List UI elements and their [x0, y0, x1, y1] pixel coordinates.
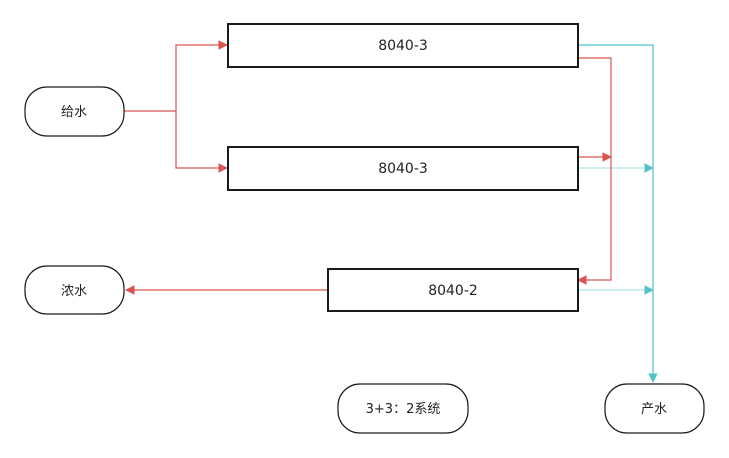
system-terminal-label: 3+3：2系统	[366, 402, 441, 417]
feed-terminal: 给水	[24, 86, 125, 137]
feed-lines	[124, 40, 612, 295]
vessel-bottom-label: 8040-2	[428, 283, 478, 299]
vessel-top-label: 8040-3	[378, 38, 428, 54]
vessel-bottom: 8040-2	[327, 268, 579, 312]
feed-branch-middle	[175, 111, 228, 173]
product-terminal-label: 产水	[641, 402, 667, 417]
concentrate-terminal-label: 浓水	[61, 284, 87, 299]
system-terminal: 3+3：2系统	[337, 383, 469, 434]
feed-branch-top	[175, 40, 228, 111]
product-terminal: 产水	[604, 383, 705, 434]
product-main-line	[578, 44, 658, 383]
concentrate-top-line	[577, 57, 612, 285]
vessel-middle-label: 8040-3	[378, 161, 428, 177]
concentrate-terminal: 浓水	[24, 265, 125, 315]
feed-terminal-label: 给水	[61, 105, 87, 120]
product-lines	[578, 44, 658, 383]
vessel-middle: 8040-3	[227, 146, 579, 191]
vessel-top: 8040-3	[227, 23, 579, 68]
